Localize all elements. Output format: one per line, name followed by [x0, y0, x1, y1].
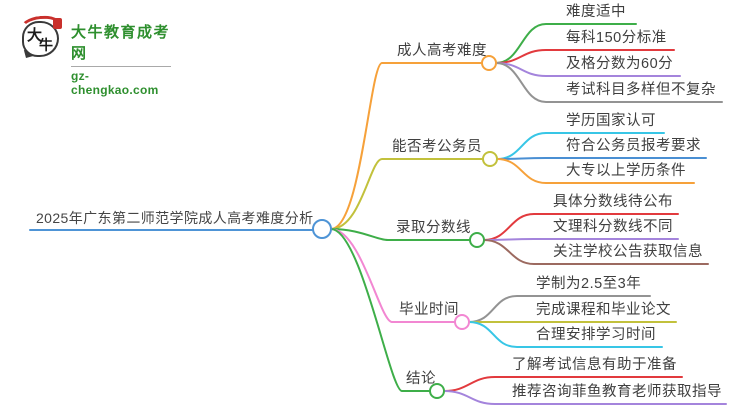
branch-node-circle: [454, 314, 470, 330]
branch-topic: 毕业时间: [399, 302, 459, 318]
child-topic: 及格分数为60分: [566, 56, 674, 72]
logo-red-seal-icon: [53, 18, 62, 29]
child-topic: 学制为2.5至3年: [536, 276, 642, 292]
branch-line: [330, 228, 456, 323]
branch-node-circle: [481, 55, 497, 71]
child-topic: 大专以上学历条件: [566, 163, 686, 179]
branch-topic: 结论: [406, 371, 436, 387]
central-topic: 2025年广东第二师范学院成人高考难度分析: [36, 210, 314, 226]
child-topic: 合理安排学习时间: [536, 327, 656, 343]
child-topic: 每科150分标准: [566, 30, 667, 46]
child-topic: 难度适中: [566, 4, 626, 20]
logo-divider: [71, 66, 171, 67]
logo-speech-bubble-icon: 大 牛: [18, 13, 64, 57]
child-line: [483, 238, 679, 241]
child-line: [496, 158, 695, 184]
child-topic: 学历国家认可: [566, 113, 656, 129]
branch-topic: 成人高考难度: [397, 43, 487, 59]
branch-line: [330, 158, 484, 230]
logo-bubble-char: 大: [27, 28, 43, 44]
child-topic: 完成课程和毕业论文: [536, 302, 671, 318]
site-logo: 大 牛 大牛教育成考网 gz-chengkao.com: [18, 12, 172, 97]
child-line: [483, 239, 709, 265]
logo-site-name: 大牛教育成考网: [71, 24, 171, 62]
child-topic: 文理科分数线不同: [553, 219, 673, 235]
branch-line: [330, 62, 483, 230]
child-line: [496, 157, 707, 160]
child-line: [495, 23, 637, 64]
branch-node-circle: [469, 232, 485, 248]
logo-bubble-char: 牛: [39, 39, 53, 54]
branch-topic: 能否考公务员: [392, 139, 482, 155]
child-topic: 考试科目多样但不复杂: [566, 82, 716, 98]
branch-line: [330, 228, 431, 392]
branch-node-circle: [482, 151, 498, 167]
hub-circle: [312, 219, 332, 239]
child-topic: 了解考试信息有助于准备: [512, 357, 677, 373]
child-line: [495, 62, 723, 103]
branch-line: [330, 228, 471, 241]
child-topic: 关注学校公告获取信息: [553, 244, 703, 260]
child-topic: 推荐咨询菲鱼教育老师获取指导: [512, 384, 722, 400]
child-line: [468, 321, 663, 348]
child-topic: 符合公务员报考要求: [566, 138, 701, 154]
branch-node-circle: [429, 383, 445, 399]
child-topic: 具体分数线待公布: [553, 194, 673, 210]
branch-topic: 录取分数线: [396, 220, 471, 236]
logo-domain-url: gz-chengkao.com: [71, 69, 159, 97]
child-line: [443, 390, 727, 405]
